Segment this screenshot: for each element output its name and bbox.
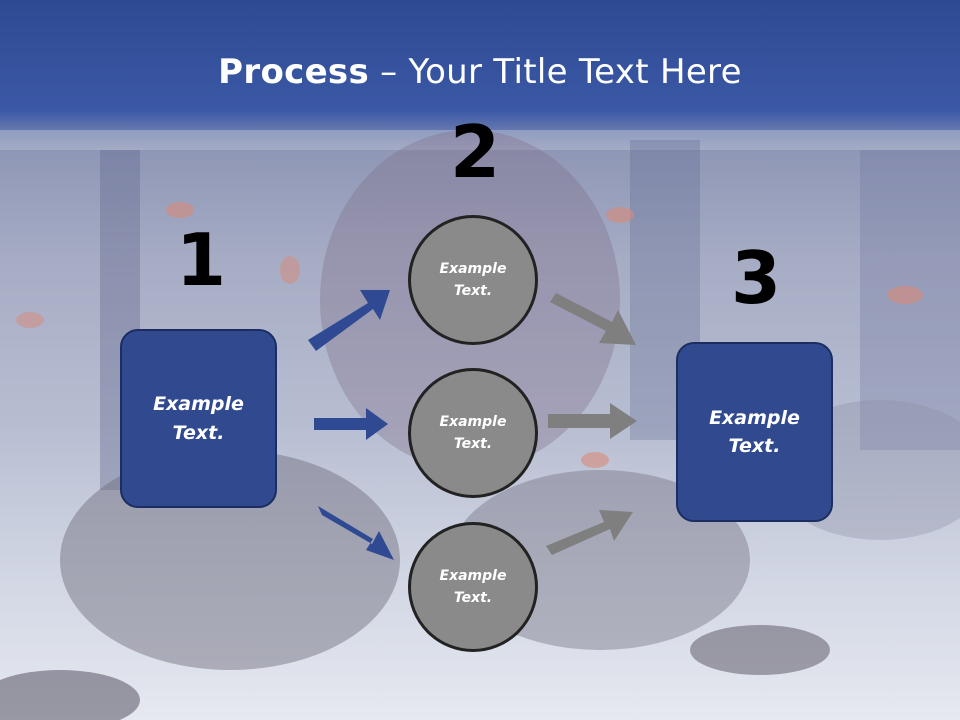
step-2-number: 2 xyxy=(450,110,501,194)
gray-arrows xyxy=(546,293,637,555)
circle-middle: Example Text. xyxy=(408,368,538,498)
step-3-number: 3 xyxy=(731,236,782,320)
step-1-number: 1 xyxy=(176,218,227,302)
step-1-box: Example Text. xyxy=(120,329,277,508)
arrow-down-right-gray-icon xyxy=(550,293,636,345)
blue-arrows xyxy=(308,290,394,560)
arrow-up-right-gray-icon xyxy=(546,510,633,555)
circle-top: Example Text. xyxy=(408,215,538,345)
arrow-up-right-icon xyxy=(308,290,390,351)
arrow-right-gray-icon xyxy=(548,403,637,439)
title-rest: – Your Title Text Here xyxy=(369,52,742,92)
slide-title: Process – Your Title Text Here xyxy=(0,52,960,92)
arrow-down-right-icon xyxy=(318,506,394,560)
step-3-box: Example Text. xyxy=(676,342,833,522)
arrow-right-icon xyxy=(314,408,388,440)
circle-bottom: Example Text. xyxy=(408,522,538,652)
title-bold: Process xyxy=(218,52,370,92)
